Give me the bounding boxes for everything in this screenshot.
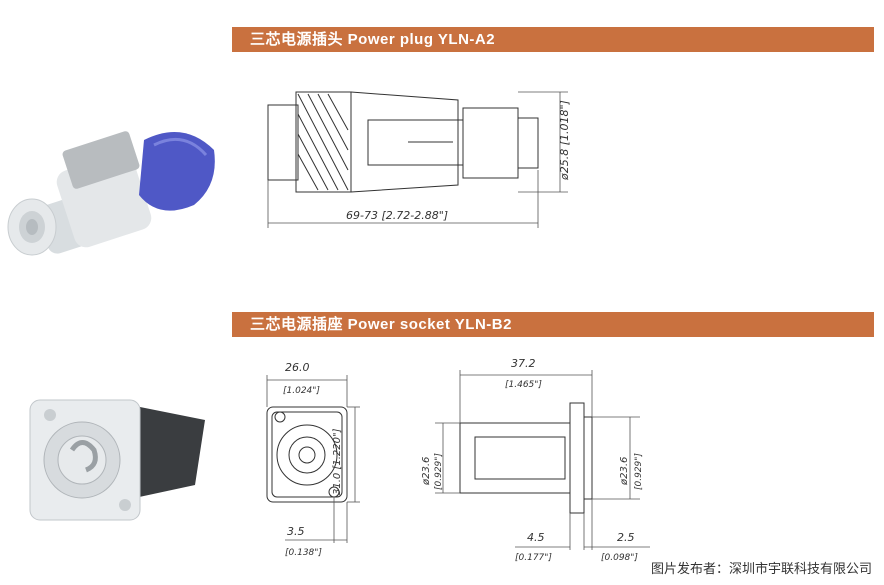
plug-length-dim: 69-73 [2.72-2.88"] xyxy=(346,209,448,222)
socket-offset-right-dim-in: [0.098"] xyxy=(601,553,638,563)
socket-hole-offset-dim: 3.5 xyxy=(287,525,305,538)
socket-offset-left-dim-in: [0.177"] xyxy=(515,553,552,563)
socket-side-drawing: 37.2 [1.465"] ø23.6 [0.929"] ø23.6 [0.92… xyxy=(421,357,650,563)
plug-diameter-dim: ø25.8 [1.018"] xyxy=(558,100,571,181)
socket-section-title: 三芯电源插座 Power socket YLN-B2 xyxy=(232,312,874,337)
socket-hole-offset-dim-in: [0.138"] xyxy=(285,548,322,558)
socket-left-diameter-dim: ø23.6 xyxy=(421,457,432,486)
socket-right-diameter-dim: ø23.6 xyxy=(619,457,630,486)
socket-left-diameter-dim-in: [0.929"] xyxy=(434,453,444,490)
socket-width-dim: 26.0 xyxy=(285,361,310,374)
socket-offset-left-dim: 4.5 xyxy=(527,531,545,544)
socket-offset-right-dim: 2.5 xyxy=(617,531,635,544)
plug-technical-drawing xyxy=(267,91,568,228)
socket-product-photo xyxy=(29,399,205,521)
socket-height-dim: 31.0 [1.220"] xyxy=(332,428,343,495)
socket-right-diameter-dim-in: [0.929"] xyxy=(634,453,644,490)
plug-product-photo xyxy=(7,131,215,256)
socket-length-dim: 37.2 xyxy=(511,357,536,370)
socket-front-drawing: 26.0 [1.024"] 31.0 [1.220"] 3.5 [0.138"] xyxy=(266,361,360,558)
socket-length-dim-in: [1.465"] xyxy=(505,380,542,390)
publisher-footer: 图片发布者：深圳市宇联科技有限公司 xyxy=(650,562,872,577)
plug-dimension-labels: 69-73 [2.72-2.88"] ø25.8 [1.018"] xyxy=(346,100,571,222)
socket-width-dim-in: [1.024"] xyxy=(283,386,320,396)
plug-section-title: 三芯电源插头 Power plug YLN-A2 xyxy=(232,27,874,52)
